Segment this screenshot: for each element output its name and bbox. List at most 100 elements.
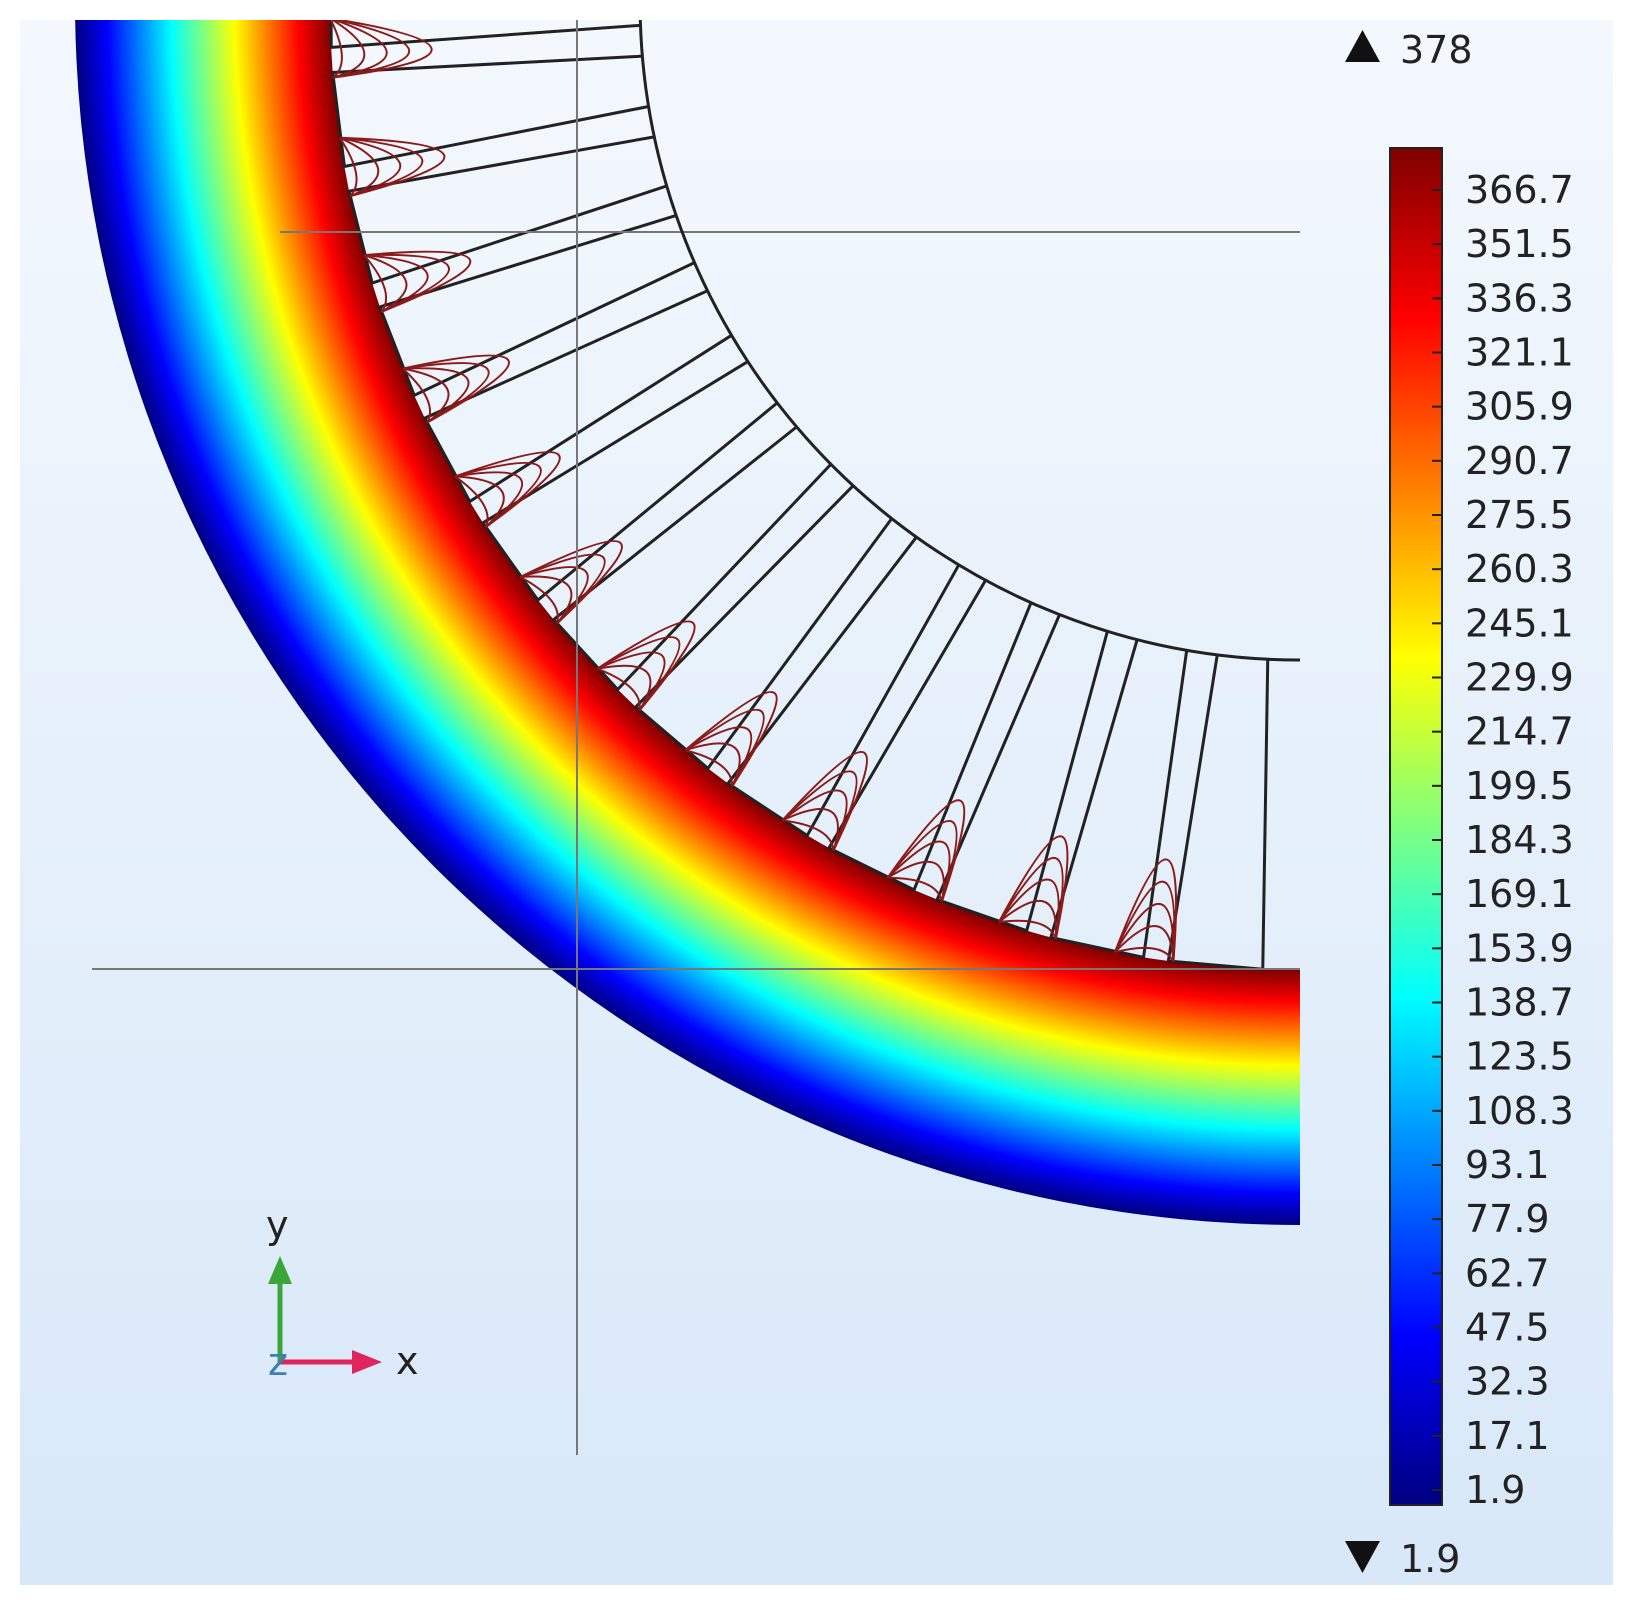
isotherm-line bbox=[684, 726, 753, 787]
isotherm-line bbox=[781, 789, 848, 851]
isotherm-line bbox=[684, 742, 741, 787]
slot-outline bbox=[826, 579, 1033, 892]
isotherm-line bbox=[339, 137, 358, 197]
colorbar-tick-labels: 366.7351.5336.3321.1305.9290.7275.5260.3… bbox=[1465, 168, 1574, 1512]
colorbar-tick-label: 245.1 bbox=[1465, 601, 1574, 645]
colorbar-tick-label: 275.5 bbox=[1465, 493, 1574, 537]
colorbar-tick-label: 1.9 bbox=[1465, 1468, 1525, 1512]
colorbar-tick-label: 93.1 bbox=[1465, 1143, 1550, 1187]
isotherm-line bbox=[596, 620, 696, 712]
slot-outline bbox=[725, 536, 961, 838]
colorbar-tick-label: 169.1 bbox=[1465, 872, 1574, 916]
isotherm-contours bbox=[329, 20, 1178, 963]
isotherm-line bbox=[596, 667, 641, 711]
isotherm-line bbox=[364, 253, 450, 313]
isotherm-line bbox=[684, 691, 778, 787]
colorbar-tick-label: 321.1 bbox=[1465, 331, 1574, 375]
slot-outline bbox=[329, 20, 641, 49]
range-max-label: 378 bbox=[1400, 28, 1473, 72]
isotherm-line bbox=[886, 860, 945, 902]
slot-outline bbox=[633, 484, 893, 771]
isotherm-line bbox=[339, 136, 424, 198]
colorbar-tick-label: 305.9 bbox=[1465, 385, 1574, 429]
slot-outlines bbox=[329, 20, 1270, 971]
triad-z-label: z bbox=[268, 1340, 288, 1384]
isotherm-line bbox=[684, 708, 765, 787]
isotherm-line bbox=[332, 20, 433, 79]
isotherm-line bbox=[1113, 858, 1178, 962]
colorbar-tick-label: 366.7 bbox=[1465, 168, 1574, 212]
isotherm-line bbox=[402, 367, 450, 424]
isotherm-line bbox=[1114, 902, 1175, 962]
isotherm-line bbox=[520, 575, 573, 625]
isotherm-line bbox=[781, 750, 868, 851]
isotherm-line bbox=[402, 367, 470, 424]
isotherm-line bbox=[998, 878, 1060, 939]
isotherm-line bbox=[454, 451, 561, 528]
isotherm-line bbox=[402, 367, 431, 424]
isotherm-line bbox=[781, 770, 858, 851]
isotherm-line bbox=[364, 254, 429, 313]
isotherm-line bbox=[519, 576, 559, 624]
isotherm-line bbox=[886, 820, 958, 902]
slot-outline bbox=[935, 614, 1109, 933]
isotherm-line bbox=[329, 20, 343, 79]
triad-y-label: y bbox=[266, 1203, 289, 1247]
isotherm-line bbox=[781, 808, 839, 851]
isotherm-line bbox=[1114, 925, 1175, 962]
isotherm-line bbox=[519, 553, 606, 625]
slot-outline bbox=[377, 213, 696, 398]
stator-yoke-temperature-ring bbox=[75, 20, 1300, 1225]
isotherm-line bbox=[332, 20, 411, 79]
isotherm-line bbox=[339, 136, 446, 198]
colorbar-tick-label: 77.9 bbox=[1465, 1197, 1550, 1241]
slot-outline bbox=[347, 135, 668, 285]
colorbar-tick-label: 290.7 bbox=[1465, 439, 1574, 483]
isotherm-line bbox=[364, 250, 472, 313]
isotherm-line bbox=[998, 857, 1064, 939]
slot-outline bbox=[1166, 654, 1270, 971]
isotherm-line bbox=[684, 749, 734, 787]
isotherm-line bbox=[998, 835, 1069, 939]
isotherm-line bbox=[998, 919, 1057, 940]
y-axis-arrowhead-icon bbox=[268, 1256, 292, 1284]
colorbar-tick-label: 214.7 bbox=[1465, 710, 1574, 754]
colorbar-tick-label: 260.3 bbox=[1465, 547, 1574, 591]
isotherm-line bbox=[887, 876, 943, 902]
isotherm-line bbox=[402, 354, 510, 424]
colorbar-tick-label: 123.5 bbox=[1465, 1035, 1574, 1079]
isotherm-line bbox=[455, 475, 505, 528]
isotherm-line bbox=[519, 566, 589, 625]
isotherm-line bbox=[596, 636, 681, 712]
slot-outline bbox=[480, 360, 779, 603]
colorbar-gradient bbox=[1389, 147, 1443, 1506]
isotherm-line bbox=[363, 254, 388, 313]
isotherm-line bbox=[782, 819, 835, 851]
colorbar-tick-label: 32.3 bbox=[1465, 1360, 1550, 1404]
colorbar-tick-label: 17.1 bbox=[1465, 1414, 1550, 1458]
isotherm-line bbox=[519, 540, 623, 625]
colorbar-tick-label: 108.3 bbox=[1465, 1089, 1574, 1133]
isotherm-line bbox=[331, 20, 388, 79]
range-max: 378 bbox=[1345, 28, 1473, 72]
geometry-layer bbox=[75, 20, 1301, 1455]
range-min-label: 1.9 bbox=[1400, 1537, 1460, 1581]
colorbar-tick-label: 336.3 bbox=[1465, 276, 1574, 320]
rotor-inner-arc bbox=[638, 20, 1301, 662]
colorbar-tick-label: 184.3 bbox=[1465, 818, 1574, 862]
slot-outline bbox=[331, 54, 649, 169]
isotherm-line bbox=[998, 899, 1057, 939]
isotherm-line bbox=[363, 254, 408, 313]
isotherm-line bbox=[596, 651, 666, 711]
isotherm-line bbox=[330, 20, 366, 79]
isotherm-line bbox=[1114, 946, 1175, 963]
x-axis-arrowhead-icon bbox=[352, 1350, 382, 1374]
slot-outline bbox=[1048, 639, 1189, 960]
colorbar-tick-label: 47.5 bbox=[1465, 1306, 1550, 1350]
colorbar: 366.7351.5336.3321.1305.9290.7275.5260.3… bbox=[1389, 147, 1574, 1512]
isotherm-line bbox=[454, 471, 524, 528]
colorbar-tick-label: 229.9 bbox=[1465, 656, 1574, 700]
isotherm-line bbox=[886, 799, 966, 902]
range-min: 1.9 bbox=[1345, 1537, 1460, 1581]
